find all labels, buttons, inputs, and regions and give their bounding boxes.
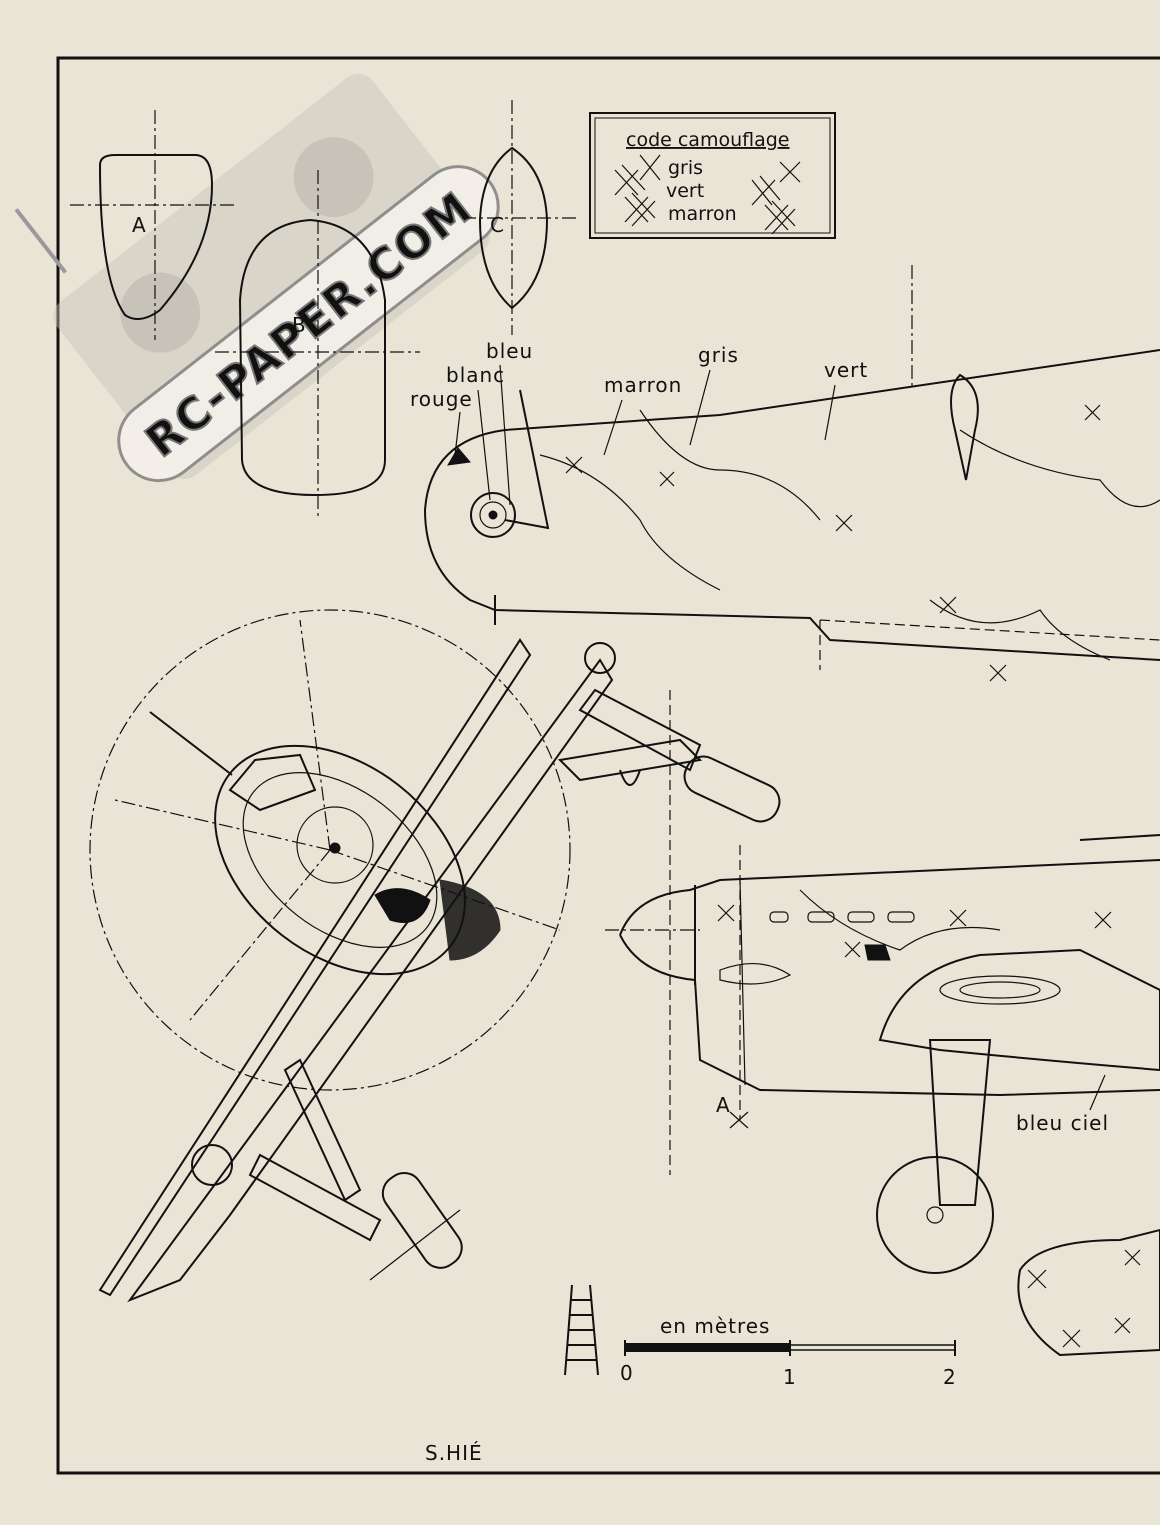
front-view [89, 609, 781, 1303]
section-b: B [215, 170, 420, 520]
callout-gris: gris [698, 343, 739, 367]
section-a: A [70, 110, 235, 340]
scale-tick-0: 0 [620, 1361, 634, 1385]
lower-wing-marks [1027, 1249, 1141, 1348]
scale-tick-1: 1 [783, 1365, 797, 1389]
callout-leaders [454, 364, 836, 506]
side-view: A bleu ciel [605, 690, 1160, 1357]
legend-item-vert: vert [666, 180, 704, 202]
scale-tick-2: 2 [943, 1365, 957, 1389]
scale-label: en mètres [660, 1314, 770, 1338]
callout-rouge: rouge [410, 387, 473, 411]
callout-bleu: bleu [486, 339, 533, 363]
ladder-icon [564, 1284, 599, 1376]
watermark-stamp: RC-PAPER.COM [14, 73, 500, 483]
drawing-border [56, 56, 1160, 1475]
section-c-label: C [490, 213, 505, 237]
scale-bar: en mètres 0 1 2 [620, 1314, 957, 1389]
section-b-label: B [292, 313, 307, 337]
legend-item-gris: gris [668, 157, 703, 179]
callout-bleu-ciel: bleu ciel [1016, 1111, 1109, 1135]
legend-title: code camouflage [626, 129, 790, 151]
side-windows [769, 911, 915, 923]
section-a-label: A [132, 213, 147, 237]
section-c: C [462, 100, 580, 335]
signature: S.HIÉ [425, 1441, 483, 1465]
section-a-marker: A [716, 1093, 731, 1117]
callout-vert: vert [824, 358, 868, 382]
tailplane [423, 265, 1160, 682]
callout-marron: marron [604, 373, 682, 397]
tail-camo-marks [565, 404, 1101, 682]
side-camo-marks [717, 904, 1112, 958]
legend-item-marron: marron [668, 203, 737, 225]
vert-symbol [614, 164, 781, 206]
marron-symbol [624, 192, 796, 235]
gris-symbol [639, 154, 801, 183]
callout-blanc: blanc [446, 363, 505, 387]
camouflage-legend: code camouflage gris vert marron [589, 112, 836, 239]
